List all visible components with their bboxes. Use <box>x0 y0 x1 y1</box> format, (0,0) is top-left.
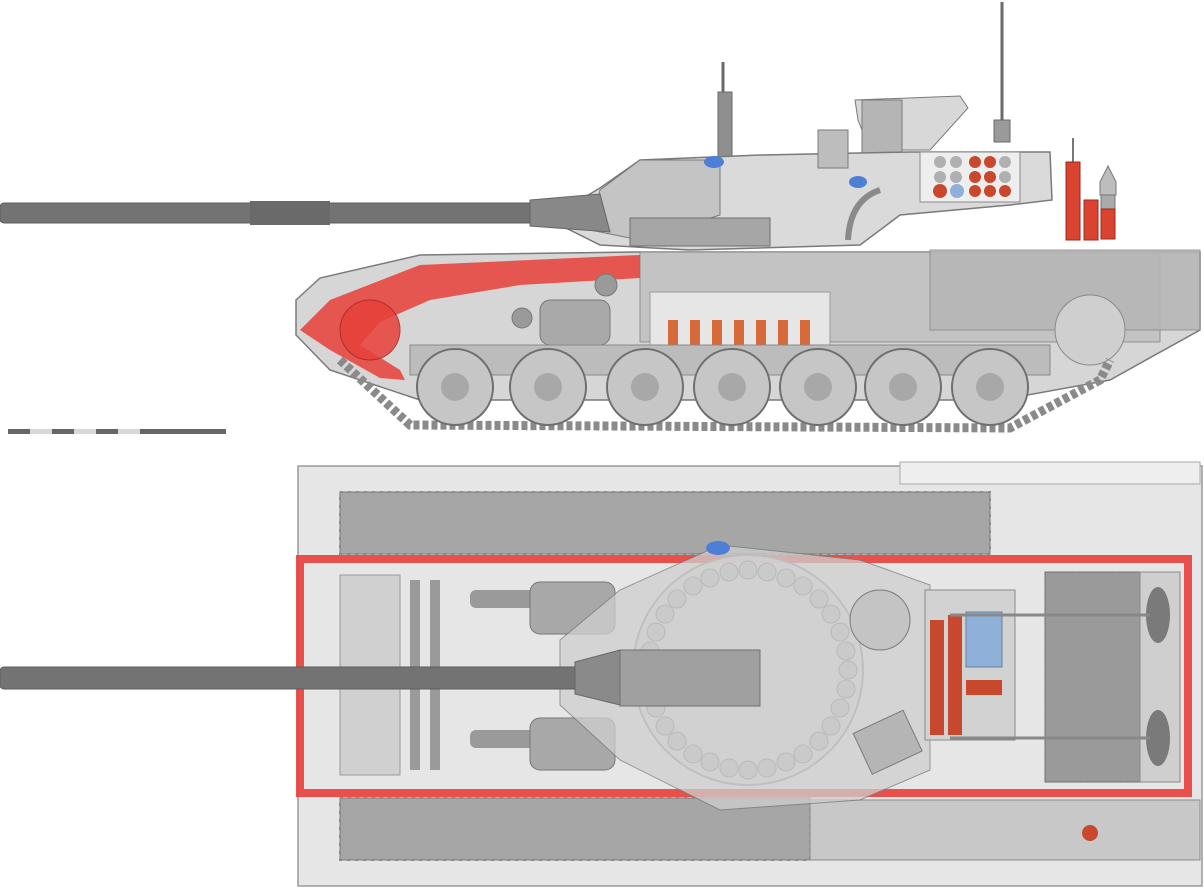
sensor-mast <box>717 91 733 163</box>
tank-shell-icon <box>1065 138 1117 241</box>
rws-top <box>849 589 911 651</box>
lower-red-marker <box>1082 825 1098 841</box>
bore-evacuator <box>250 201 330 225</box>
turret-ammo-rack <box>919 151 1021 203</box>
driver-head <box>594 273 618 297</box>
hull-ammo-carousel <box>649 291 831 353</box>
rear-sprocket <box>1054 294 1126 366</box>
hatch-block <box>852 709 923 775</box>
driver-figure <box>539 299 611 346</box>
commander-figure <box>511 307 533 329</box>
turret-rear-hook <box>845 187 882 241</box>
side-view <box>0 2 1201 433</box>
engine-compartment <box>1044 571 1141 783</box>
idler-wheel <box>339 299 401 361</box>
rear-drum-lower <box>1146 710 1170 766</box>
road-wheels <box>416 348 1029 426</box>
track <box>336 356 1115 433</box>
rear-drum-upper <box>1146 587 1170 643</box>
scale-bar <box>8 429 226 434</box>
fender-top-strip <box>899 461 1201 485</box>
track-upper <box>339 491 991 555</box>
rws-column <box>861 99 903 161</box>
breech-top <box>619 649 761 707</box>
sight-glass-front <box>704 156 724 168</box>
top-view <box>0 461 1203 887</box>
bustle-ammo-top <box>924 589 1016 741</box>
sight-glass-rear <box>849 176 867 188</box>
turret-sight-box <box>817 129 849 169</box>
sight-glass-top <box>706 541 730 555</box>
lower-rear-deck <box>809 799 1201 861</box>
crew-capsule-highlight <box>300 255 640 380</box>
main-gun-barrel-top <box>0 666 591 690</box>
barrel-root <box>529 193 611 233</box>
gun-mantlet <box>629 217 771 247</box>
antenna-rear-base <box>993 119 1011 143</box>
